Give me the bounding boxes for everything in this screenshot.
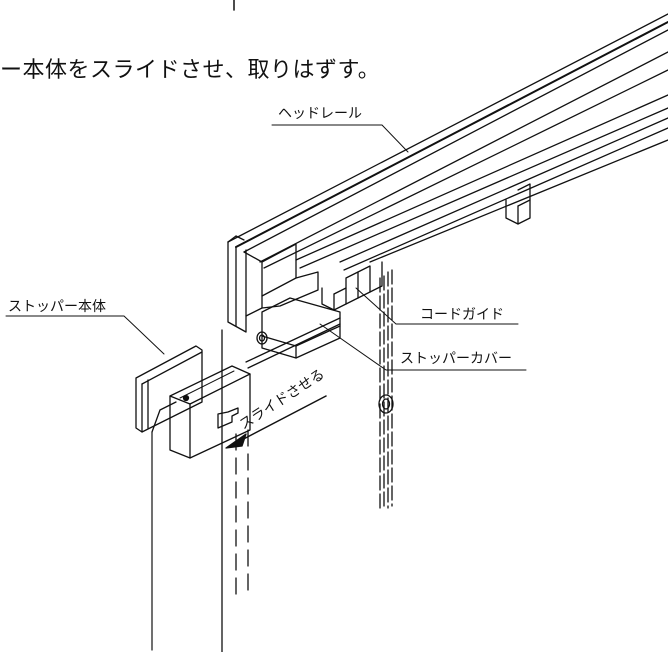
stopper-body-part bbox=[135, 345, 251, 651]
label-stopper-body: ストッパー本体 bbox=[8, 299, 106, 315]
cord-guide-part bbox=[321, 183, 531, 311]
head-rail bbox=[227, 13, 668, 333]
label-stopper-cover: ストッパーカバー bbox=[400, 351, 512, 367]
label-cord-guide: コードガイド bbox=[420, 307, 504, 323]
pull-ring bbox=[378, 394, 394, 414]
cord-line bbox=[245, 317, 341, 369]
instruction-title: ー本体をスライドさせ、取りはずす。 bbox=[0, 58, 381, 83]
label-head-rail: ヘッドレール bbox=[278, 106, 362, 122]
leader-lines bbox=[5, 124, 527, 371]
blind-fabric bbox=[221, 269, 393, 652]
